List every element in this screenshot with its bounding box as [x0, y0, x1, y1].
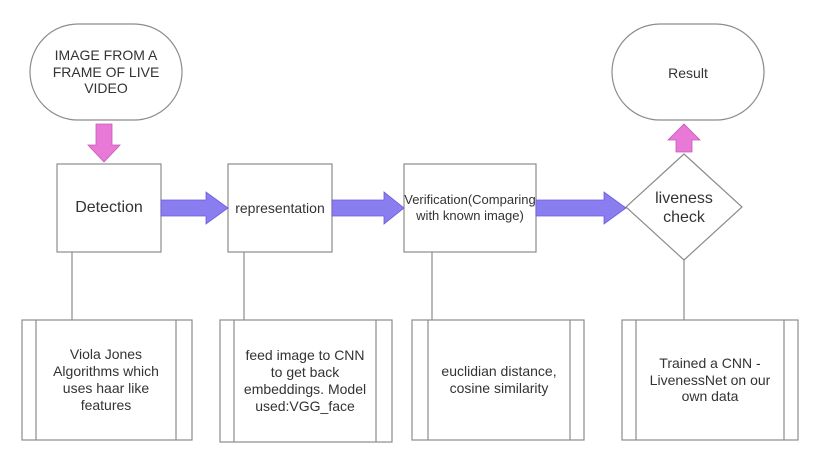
- verification-label: Verification(Comparing with known image): [404, 192, 536, 223]
- liveness-diamond: [625, 153, 743, 261]
- arrow-liveness-to-result: [667, 123, 701, 153]
- arrow-detection-to-representation: [160, 191, 229, 225]
- arrow-representation-to-verification: [331, 191, 405, 225]
- start-node: [29, 23, 183, 121]
- arrow-input-to-detection: [87, 123, 121, 163]
- note-representation-box: [219, 319, 393, 443]
- result-node-label: Result: [668, 64, 708, 81]
- start-node-label: IMAGE FROM A FRAME OF LIVE VIDEO: [52, 46, 160, 97]
- representation-label: representation: [235, 199, 325, 216]
- note-detection-text: Viola Jones Algorithms which uses haar l…: [53, 346, 159, 413]
- liveness-label: liveness check: [655, 189, 713, 226]
- note-liveness-text: Trained a CNN - LivenessNet on our own d…: [649, 354, 771, 405]
- result-node: [611, 23, 765, 121]
- note-representation-text: feed image to CNN to get back embeddings…: [243, 347, 367, 414]
- note-verification-box: [411, 319, 585, 441]
- note-liveness-box: [621, 319, 799, 441]
- arrow-verification-to-liveness: [535, 191, 627, 225]
- detection-label: Detection: [75, 199, 143, 217]
- note-detection-box: [21, 319, 193, 441]
- note-verification-text: euclidian distance, cosine similarity: [441, 363, 557, 396]
